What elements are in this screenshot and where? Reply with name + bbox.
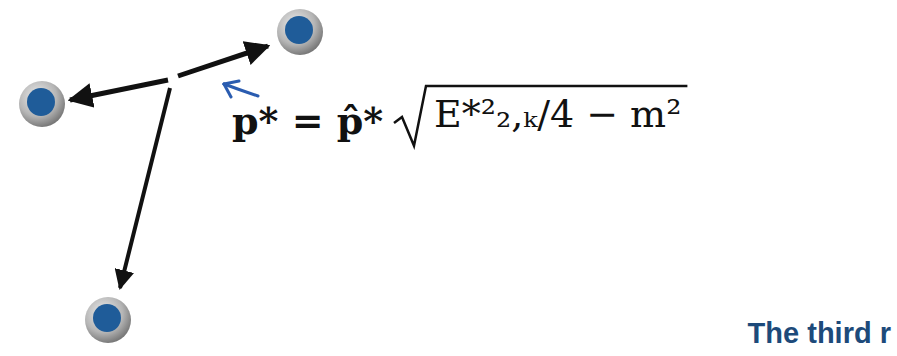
momentum-arrow <box>178 46 268 76</box>
square-root-sign <box>394 86 687 146</box>
formula-radicand: E*²₂,ₖ/4 − m² <box>434 94 681 136</box>
formula-lhs: p* = p̂* <box>232 100 383 142</box>
particle <box>277 9 323 55</box>
pointer-arrow <box>224 81 258 97</box>
momentum-arrow <box>120 88 170 288</box>
particle <box>85 297 131 343</box>
slide-text: The third r <box>748 318 891 350</box>
particle <box>19 81 65 127</box>
momentum-arrow <box>70 80 168 100</box>
